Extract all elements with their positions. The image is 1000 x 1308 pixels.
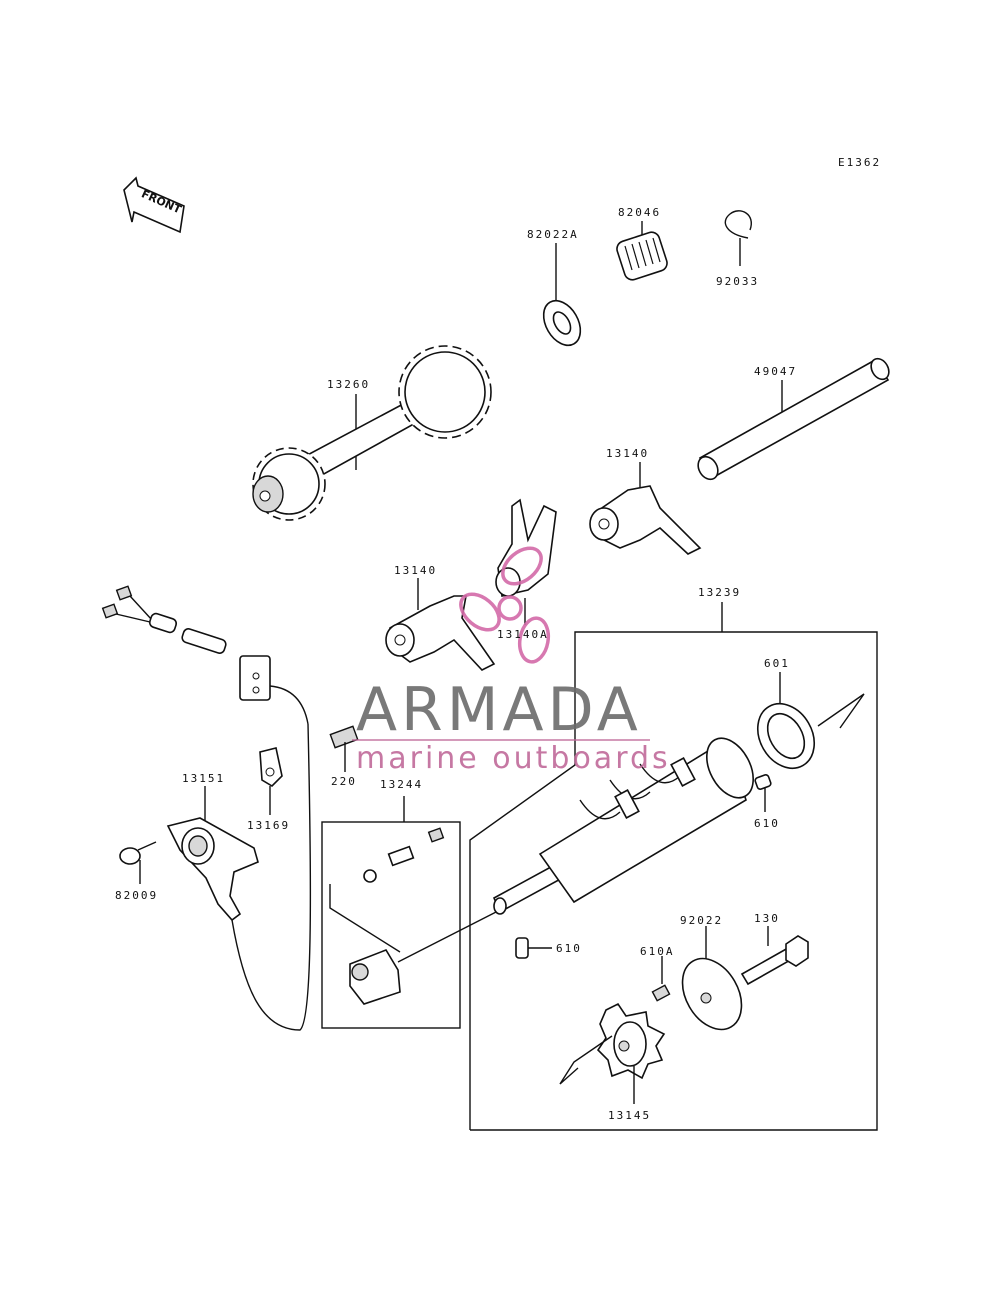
part-label: 49047 <box>754 365 797 378</box>
part-label: 601 <box>764 657 790 670</box>
part-label: 13260 <box>327 378 370 391</box>
shift-drum-13239-box <box>469 602 878 1131</box>
part-label: 92022 <box>680 914 723 927</box>
part-label: 610 <box>754 817 780 830</box>
washer-82022A <box>542 243 582 347</box>
pin-610-lower <box>515 937 552 959</box>
plate-13169 <box>259 747 283 815</box>
neutral-switch-wiring <box>101 585 312 1031</box>
shift-drum <box>492 737 754 915</box>
part-labels: 82046 82022A 92033 13260 49047 13140 131… <box>115 206 797 1122</box>
shift-fork-13140-upper <box>589 462 702 555</box>
part-label: 92033 <box>716 275 759 288</box>
bolt-220 <box>329 725 359 772</box>
pin-610A <box>651 956 671 1002</box>
watermark-brand: ARMADA <box>356 675 642 745</box>
screw-82009 <box>119 841 157 884</box>
watermark: ARMADA marine outboards <box>352 546 671 776</box>
pin-610-upper <box>754 774 772 812</box>
front-arrow-icon: FRONT <box>123 176 185 234</box>
detent-kit-13244-box <box>321 796 501 1029</box>
diagram-code: E1362 <box>838 156 881 169</box>
part-label: 13244 <box>380 778 423 791</box>
part-label: 13140 <box>394 564 437 577</box>
part-label: 13151 <box>182 772 225 785</box>
part-label: 13239 <box>698 586 741 599</box>
part-label: 220 <box>331 775 357 788</box>
part-label: 82009 <box>115 889 158 902</box>
neutral-switch-13151 <box>166 786 259 922</box>
part-label: 610 <box>556 942 582 955</box>
propeller-logo-icon <box>459 546 551 664</box>
bolt-130 <box>740 926 809 986</box>
circlip-92033 <box>724 210 752 266</box>
bearing-601 <box>756 672 865 769</box>
part-label: 610A <box>640 945 675 958</box>
shift-fork-13140-lower <box>385 578 496 671</box>
part-label: 13145 <box>608 1109 651 1122</box>
part-label: 130 <box>754 912 780 925</box>
part-label: 82022A <box>527 228 579 241</box>
shift-rod-49047 <box>697 357 890 481</box>
gear-shaft-13260 <box>252 345 492 521</box>
needle-bearing-82046 <box>616 221 668 281</box>
part-label: 82046 <box>618 206 661 219</box>
watermark-tagline: marine outboards <box>356 741 671 776</box>
part-label: 13140A <box>497 628 549 641</box>
shift-cam-13145 <box>559 1002 666 1104</box>
part-label: 13140 <box>606 447 649 460</box>
part-label: 13169 <box>247 819 290 832</box>
washer-92022 <box>681 926 743 1031</box>
